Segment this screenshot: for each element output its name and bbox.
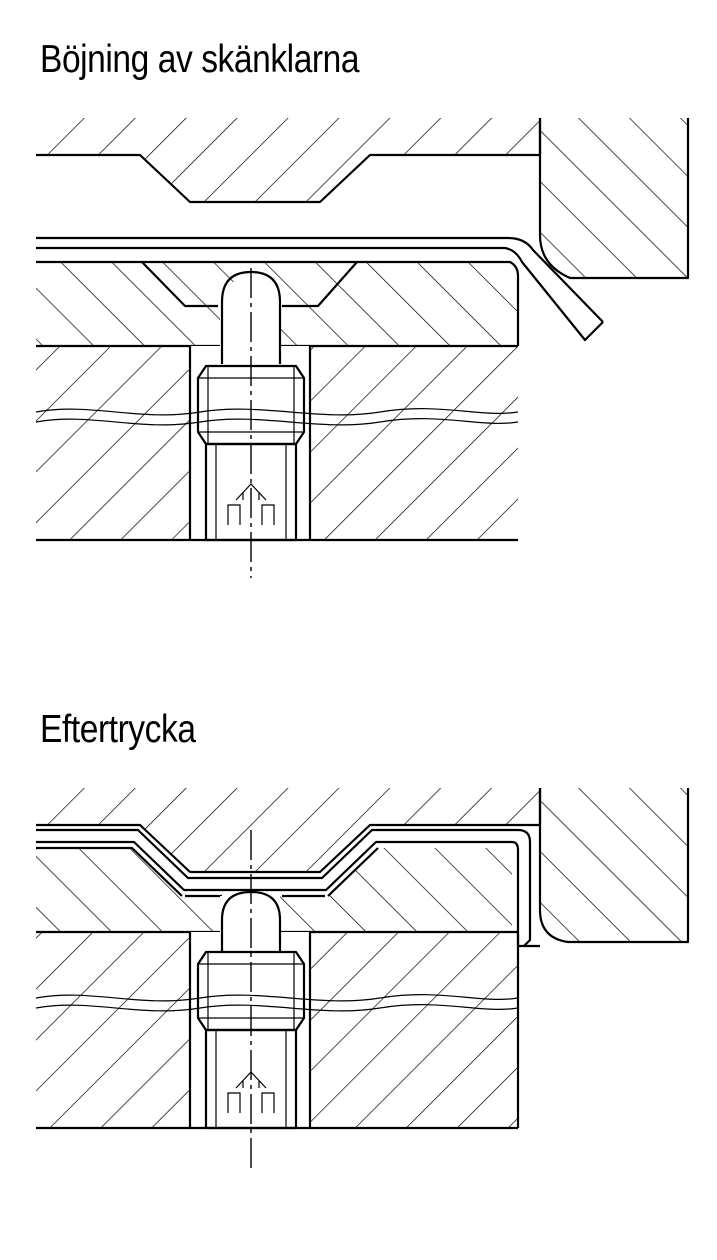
side-block-outline — [538, 118, 690, 280]
upper-punch — [36, 118, 540, 202]
bending-section-drawing — [35, 118, 690, 578]
die — [36, 848, 512, 932]
side-block — [540, 788, 688, 942]
sheet-part-lower — [36, 840, 540, 948]
die-outline — [36, 260, 520, 346]
sheet-part — [36, 828, 532, 947]
die-outline — [36, 846, 379, 897]
upper-punch — [36, 788, 540, 872]
side-block — [540, 118, 688, 278]
sheet-part — [36, 236, 604, 323]
panel-title-pressing: Eftertrycka — [40, 708, 196, 751]
die-recess — [141, 261, 358, 308]
spring-plunger — [196, 890, 306, 1130]
panel-title-bending: Böjning av skänklarna — [40, 38, 360, 81]
pressing-section-drawing — [35, 788, 690, 1168]
side-block-outline — [538, 788, 690, 944]
sheet-part-lower — [36, 246, 604, 342]
